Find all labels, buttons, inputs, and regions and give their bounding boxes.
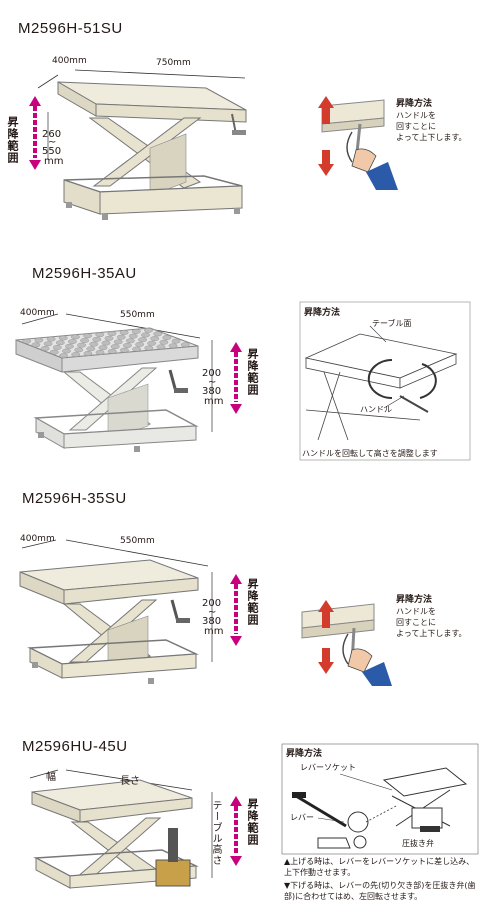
roller-ball (162, 335, 172, 340)
roller-ball (144, 327, 153, 333)
range-label-35au: 昇降範囲 (246, 348, 259, 396)
roller-ball (141, 332, 150, 338)
roller-ball (77, 342, 87, 348)
roller-ball (107, 348, 117, 354)
range-max-35au: 380 (202, 386, 222, 397)
roller-ball (153, 331, 163, 337)
roller-ball (107, 331, 117, 336)
range-max-51su: 550 (42, 146, 62, 157)
roller-ball (49, 349, 59, 355)
roller-ball (128, 333, 138, 339)
range-tilde-35su: ~ (208, 607, 217, 618)
roller-ball (71, 334, 80, 340)
roller-ball (119, 330, 129, 335)
roller-ball (83, 351, 93, 356)
table-surface-label: テーブル面 (372, 319, 412, 328)
roller-ball (150, 336, 160, 341)
roller-ball (98, 345, 108, 351)
roller-ball (138, 337, 147, 343)
roller-ball (95, 349, 105, 355)
method-title-45u: 昇降方法 (286, 749, 323, 759)
roller-ball (55, 340, 65, 346)
method-title-35su: 昇降方法 (396, 595, 433, 605)
roller-ball (171, 338, 181, 344)
roller-ball (132, 346, 142, 352)
roller-ball (156, 344, 166, 350)
lever-label: レバー (290, 813, 314, 822)
method-caption-35au: ハンドルを回転して高さを調整します (302, 449, 438, 458)
method-text-51su: ハンドルを 回すことに よって上下します。 (396, 111, 467, 142)
roller-ball (101, 340, 111, 346)
model-title-51su: M2596H-51SU (18, 20, 123, 37)
roller-ball (62, 348, 71, 354)
model-title-35au: M2596H-35AU (32, 265, 137, 282)
roller-ball (34, 337, 44, 343)
roller-ball (65, 343, 74, 349)
range-unit-35au: mm (204, 396, 224, 407)
roller-ball (116, 334, 126, 340)
roller-ball (58, 335, 68, 341)
length-dimension-35au: 550mm (120, 310, 155, 320)
roller-ball (89, 341, 99, 347)
width-dimension-51su: 400mm (52, 56, 87, 66)
range-label-51su: 昇降範囲 (6, 116, 19, 164)
method-text-35su: ハンドルを 回すことに よって上下します。 (396, 607, 467, 638)
width-dimension-35su: 400mm (20, 534, 55, 544)
method-title-35au: 昇降方法 (304, 308, 341, 318)
roller-ball (123, 343, 132, 348)
roller-ball (92, 336, 102, 342)
roller-ball (74, 347, 84, 353)
roller-ball (71, 352, 81, 357)
range-tilde-35au: ~ (208, 377, 217, 388)
roller-ball (104, 335, 114, 341)
roller-ball (59, 353, 68, 359)
roller-ball (40, 346, 50, 351)
model-title-45u: M2596HU-45U (22, 738, 128, 755)
roller-ball (86, 346, 96, 352)
range-min-35su: 200 (202, 598, 222, 609)
range-label-35su: 昇降範囲 (246, 578, 259, 626)
roller-ball (46, 336, 56, 342)
note-raise: ▲上げる時は、レバーをレバーソケットに差し込み、上下作動させます。 (284, 857, 475, 877)
range-tilde-51su: ~ (48, 137, 57, 148)
roller-ball (80, 338, 90, 343)
range-min-35au: 200 (202, 368, 222, 379)
roller-ball (43, 341, 53, 347)
width-label-45u: 幅 (46, 772, 56, 783)
roller-ball (120, 347, 129, 353)
roller-ball (168, 343, 178, 349)
length-dimension-35su: 550mm (120, 536, 155, 546)
range-min-51su: 260 (42, 129, 62, 140)
length-dimension-51su: 750mm (156, 58, 191, 68)
roller-ball (147, 340, 157, 346)
roller-ball (31, 342, 41, 348)
roller-ball (110, 344, 120, 349)
note-lower: ▼下げる時は、レバーの先(切り欠き部)を圧抜き弁(歯部)に合わせてはめ、左回転さ… (284, 881, 476, 901)
roller-ball (159, 339, 169, 345)
roller-ball (95, 332, 105, 338)
roller-ball (180, 342, 190, 348)
roller-ball (131, 328, 141, 334)
table-height-label: テーブル高さ (210, 800, 221, 866)
range-max-35su: 380 (202, 616, 222, 627)
length-label-45u: 長さ (120, 776, 140, 787)
roller-ball (113, 339, 123, 345)
range-unit-35su: mm (204, 626, 224, 637)
roller-ball (68, 339, 77, 344)
width-dimension-35au: 400mm (20, 308, 55, 318)
roller-ball (135, 341, 145, 347)
roller-ball (52, 344, 62, 350)
method-title-51su: 昇降方法 (396, 99, 433, 109)
pressure-valve-label: 圧抜き弁 (402, 839, 434, 848)
lever-socket-label: レバーソケット (300, 763, 356, 772)
model-title-35su: M2596H-35SU (22, 490, 127, 507)
range-label-45u: 昇降範囲 (246, 798, 259, 846)
handle-label: ハンドル (360, 405, 392, 414)
roller-ball (144, 345, 154, 351)
roller-ball (83, 333, 93, 339)
range-unit-51su: mm (44, 156, 64, 167)
roller-ball (22, 338, 32, 344)
roller-ball (125, 338, 135, 344)
